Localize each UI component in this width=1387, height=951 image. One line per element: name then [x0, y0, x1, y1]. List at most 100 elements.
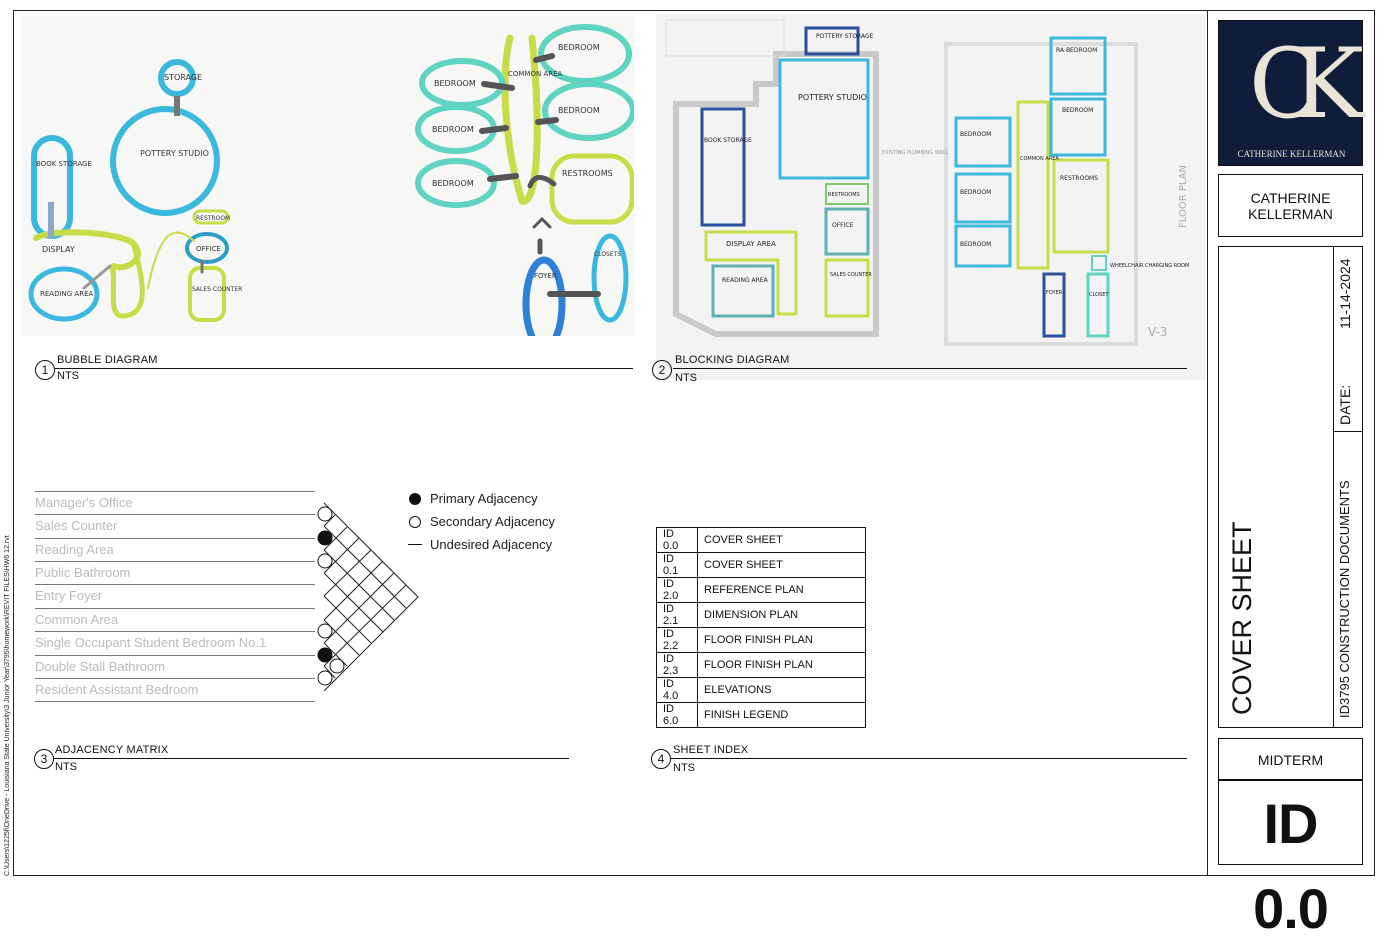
block-label: FOYER — [1046, 290, 1063, 296]
title-box-divider — [1333, 431, 1363, 432]
view-title: BLOCKING DIAGRAM — [675, 354, 790, 366]
bubble-label: STORAGE — [164, 73, 202, 82]
matrix-line — [35, 561, 315, 562]
title-block-divider — [1207, 10, 1208, 876]
primary-adjacency-mark — [317, 530, 333, 546]
designer-name-line: KELLERMAN — [1248, 205, 1333, 222]
sheet-id: ID 2.0 — [656, 577, 698, 603]
matrix-line — [35, 584, 315, 585]
sheet-name: FINISH LEGEND — [697, 702, 866, 728]
block-label: OFFICE — [832, 222, 854, 229]
matrix-diamond — [317, 502, 419, 692]
project-name: ID3795 CONSTRUCTION DOCUMENTS — [1337, 480, 1352, 718]
bubble-label: BEDROOM — [432, 179, 474, 188]
designer-logo: CK CATHERINE KELLERMAN — [1218, 20, 1364, 166]
sheet-name: COVER SHEET — [697, 527, 866, 553]
bubble-label: READING AREA — [40, 290, 93, 298]
secondary-adjacency-symbol — [409, 516, 421, 528]
view-scale: NTS — [57, 370, 79, 382]
block-label: BEDROOM — [960, 131, 991, 138]
block-label: BOOK STORAGE — [704, 137, 752, 144]
bubble-label: SALES COUNTER — [192, 286, 242, 293]
title-box-divider — [1333, 247, 1334, 727]
matrix-row-label: Sales Counter — [35, 518, 118, 533]
blocking-diagram-sketch: POTTERY STORAGE POTTERY STUDIO BOOK STOR… — [665, 19, 1189, 346]
bubble-label: CLOSETS — [594, 251, 621, 258]
bubble-label: DISPLAY — [42, 245, 75, 254]
sheet-id: ID 0.1 — [656, 552, 698, 578]
sheet-name: FLOOR FINISH PLAN — [697, 627, 866, 653]
bubble-diagram: STORAGE POTTERY STUDIO BOOK STORAGE DISP… — [22, 16, 636, 352]
legend-primary: Primary Adjacency — [430, 491, 538, 506]
block-label: CLOSET — [1089, 292, 1109, 298]
bubble-label: BEDROOM — [432, 125, 474, 134]
view-number: 4 — [651, 749, 671, 769]
secondary-adjacency-mark — [329, 658, 345, 674]
block-label: RESTROOMS — [1060, 175, 1098, 182]
sheet-title-box: COVER SHEET 11-14-2024 DATE: ID3795 CONS… — [1218, 246, 1363, 728]
view-scale: NTS — [55, 761, 77, 773]
bubble-label: FOYER — [534, 272, 557, 280]
designer-name-box: CATHERINE KELLERMAN — [1218, 174, 1363, 237]
matrix-row-label: Entry Foyer — [35, 588, 103, 603]
matrix-row-label: Reading Area — [35, 542, 114, 557]
view-title-rule — [673, 368, 1187, 369]
bubble-diagram-sketch: STORAGE POTTERY STUDIO BOOK STORAGE DISP… — [28, 24, 636, 352]
view-number: 3 — [34, 749, 54, 769]
matrix-line — [35, 538, 315, 539]
view-scale: NTS — [675, 372, 697, 384]
block-label: BEDROOM — [960, 189, 991, 196]
undesired-adjacency-symbol — [408, 544, 422, 545]
view-number: 1 — [35, 360, 55, 380]
legend-secondary: Secondary Adjacency — [430, 514, 556, 529]
matrix-line — [35, 491, 315, 492]
matrix-row-label: Resident Assistant Bedroom — [35, 682, 199, 697]
legend-undesired: Undesired Adjacency — [430, 537, 553, 552]
block-label: POTTERY STUDIO — [798, 93, 867, 102]
block-label: EXISTING PLUMBING WALL — [882, 150, 948, 156]
matrix-line — [35, 655, 315, 656]
bubble-label: OFFICE — [196, 245, 221, 253]
sheet-id: ID 0.0 — [656, 527, 698, 553]
sheet-id: ID 6.0 — [656, 702, 698, 728]
matrix-row-label: Common Area — [35, 612, 119, 627]
block-label: WHEELCHAIR CHARGING ROOM — [1110, 263, 1189, 269]
logo-name: CATHERINE KELLERMAN — [1237, 149, 1346, 159]
bubble-label: COMMON AREA — [508, 70, 563, 78]
date-label: DATE: — [1337, 384, 1353, 425]
designer-name-line: CATHERINE — [1250, 189, 1331, 206]
sheet-name: FLOOR FINISH PLAN — [697, 652, 866, 678]
date-value: 11-14-2024 — [1337, 258, 1353, 329]
bubble-label: RESTROOM — [196, 215, 230, 222]
primary-adjacency-symbol — [409, 493, 421, 505]
matrix-line — [35, 631, 315, 632]
block-label: BEDROOM — [1062, 107, 1093, 114]
sheet-name: ELEVATIONS — [697, 677, 866, 703]
matrix-row-label: Manager's Office — [35, 495, 133, 510]
view-number: 2 — [652, 360, 672, 380]
secondary-adjacency-mark — [317, 670, 333, 686]
matrix-line — [35, 514, 315, 515]
bubble-label: RESTROOMS — [562, 169, 613, 178]
bubble-label: BEDROOM — [434, 79, 476, 88]
block-label: READING AREA — [722, 277, 769, 284]
view-scale: NTS — [673, 762, 695, 774]
matrix-line — [35, 608, 315, 609]
phase-box: MIDTERM — [1218, 738, 1363, 780]
view-title: SHEET INDEX — [673, 744, 749, 756]
sheet-name: REFERENCE PLAN — [697, 577, 866, 603]
block-label: BEDROOM — [960, 241, 991, 248]
matrix-line — [35, 678, 315, 679]
view-title-rule — [53, 758, 569, 759]
bubble-label: POTTERY STUDIO — [140, 149, 209, 158]
view-title-rule — [671, 758, 1187, 759]
matrix-row-label: Public Bathroom — [35, 565, 131, 580]
